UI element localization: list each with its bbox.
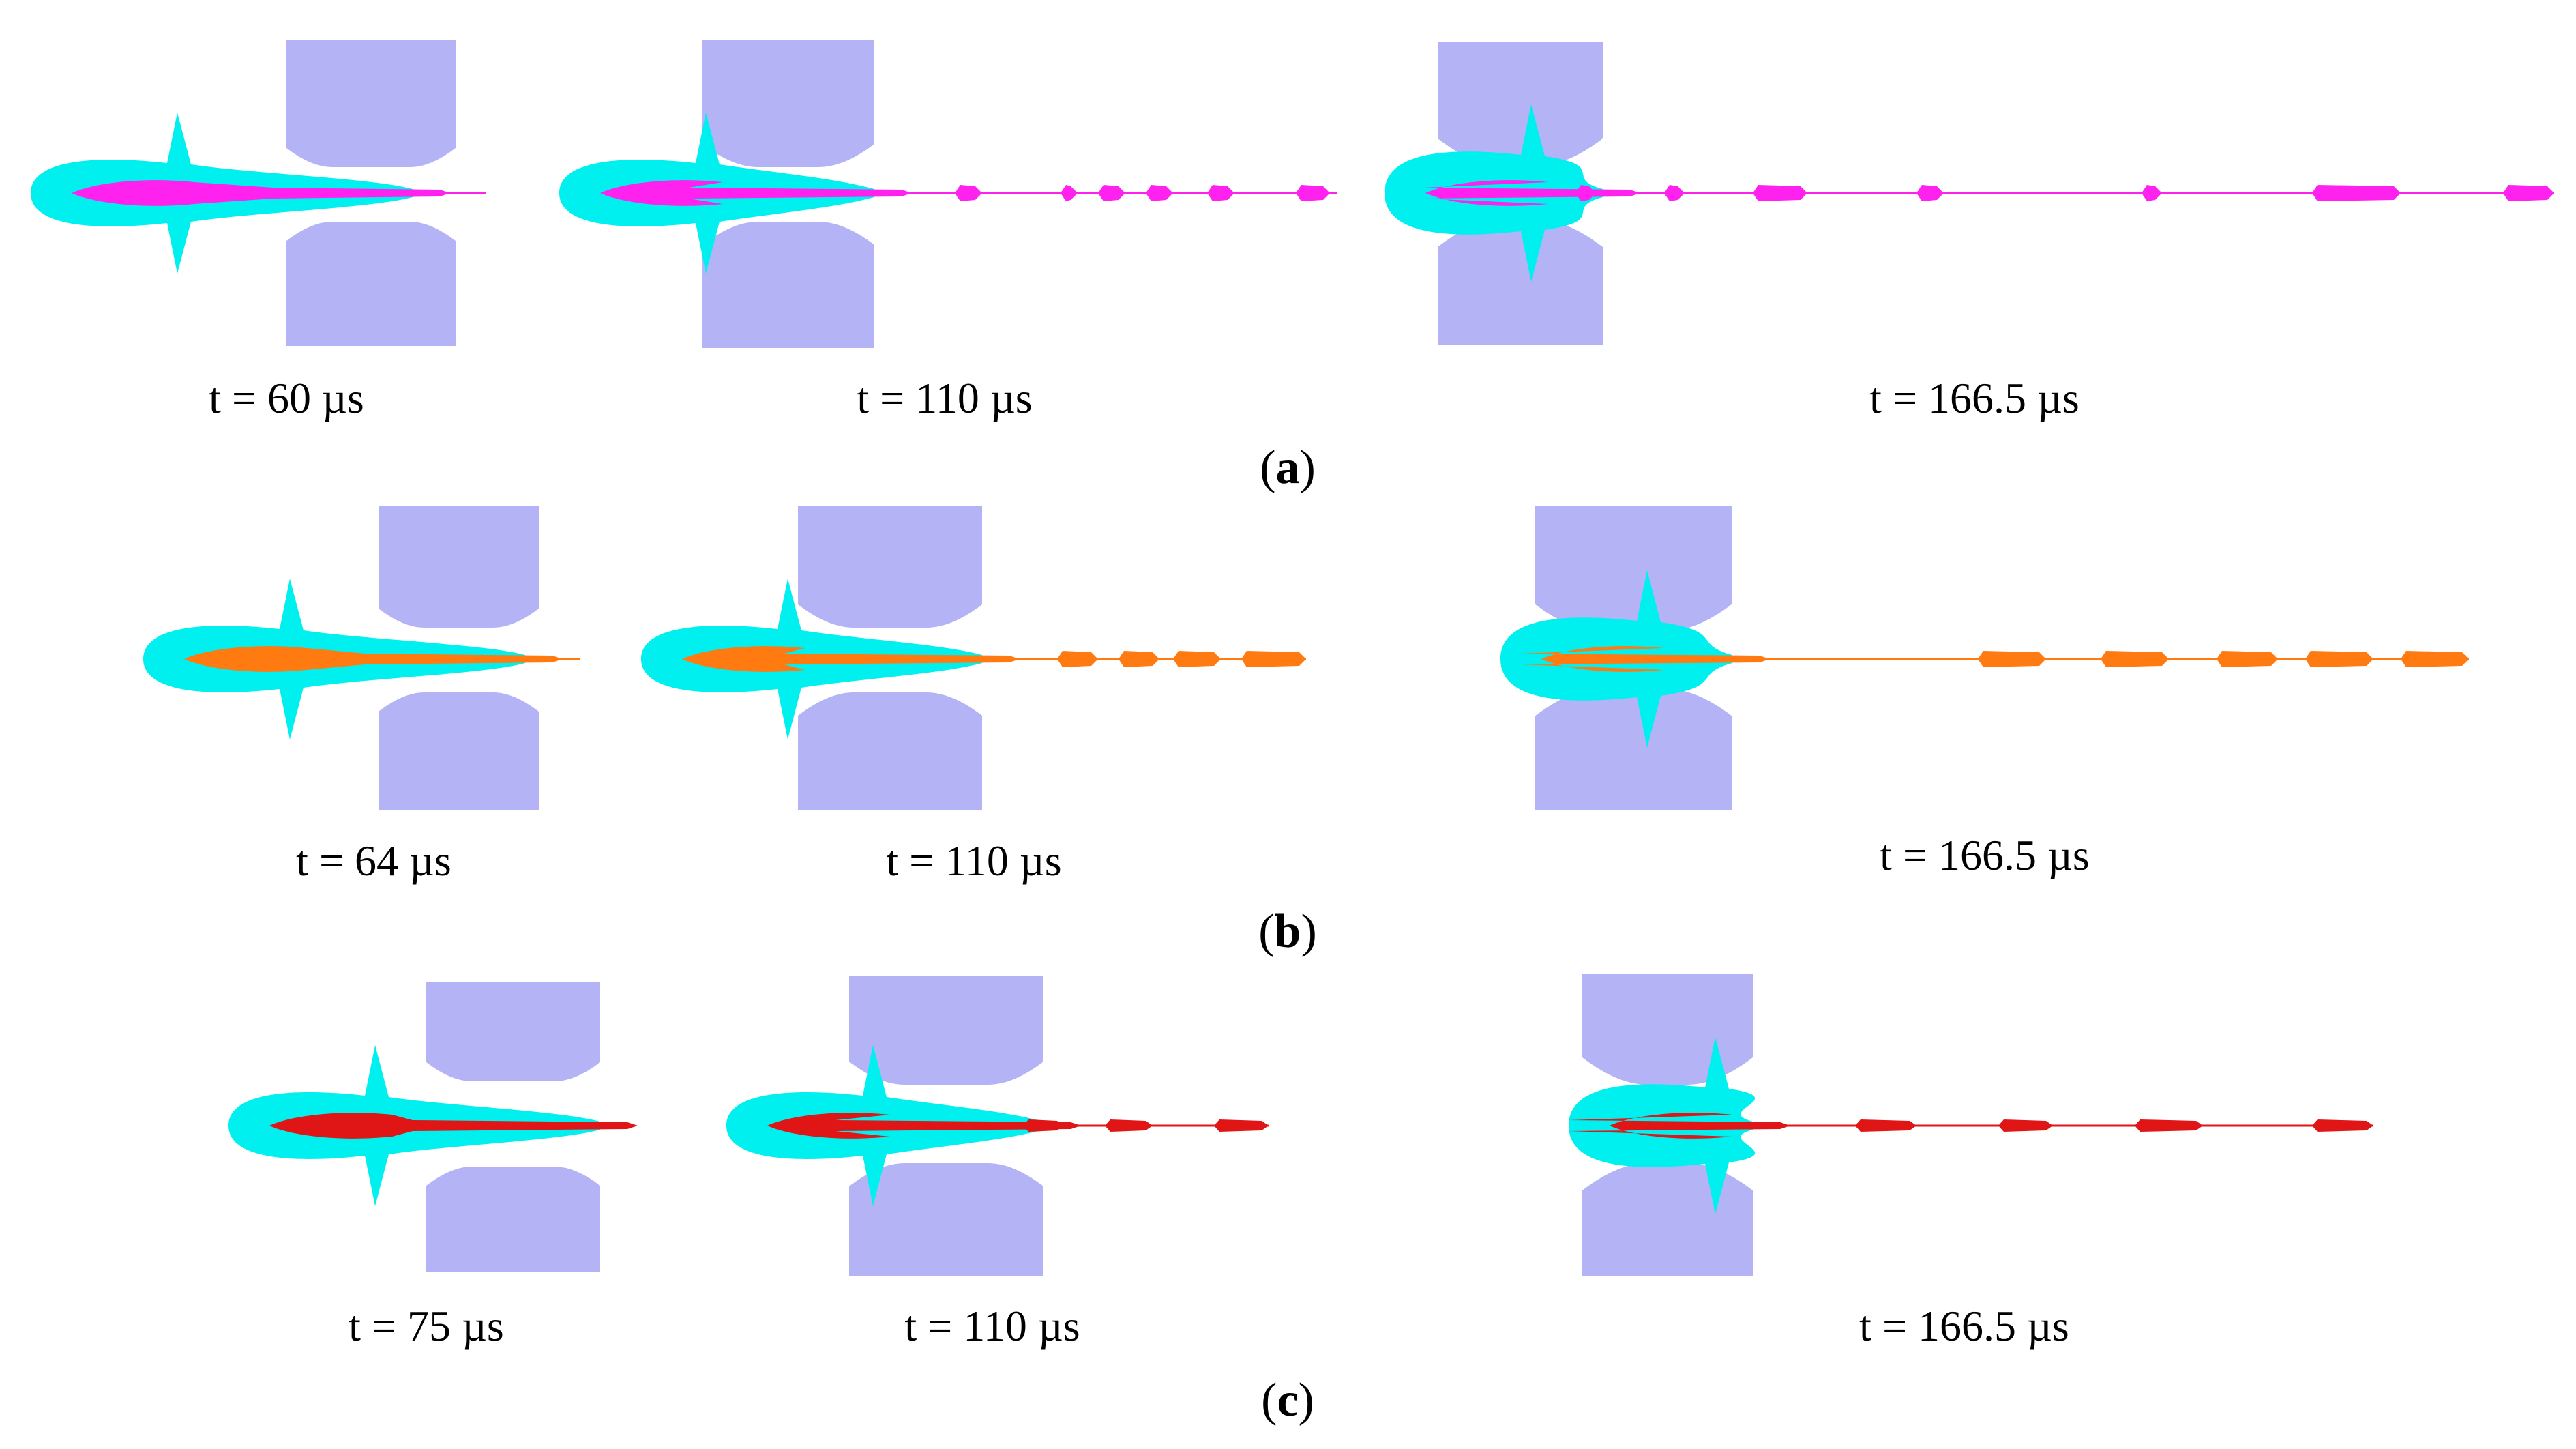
- jet-core: [269, 1113, 638, 1139]
- snapshot-a-2: [559, 40, 1337, 348]
- target-plate-top: [849, 976, 1043, 1085]
- snapshot-c-3: [1569, 974, 2373, 1276]
- jet-core: [767, 1113, 1081, 1139]
- target-plate-top: [286, 40, 456, 167]
- target-plate-bottom: [286, 222, 456, 346]
- time-label-b-2: t = 110 µs: [886, 836, 1061, 885]
- snapshot-b-2: [641, 506, 1306, 810]
- target-plate-bottom: [379, 692, 539, 810]
- snapshot-c-1: [228, 982, 638, 1272]
- target-plate-top: [702, 40, 874, 167]
- target-plate-bottom: [702, 222, 874, 348]
- target-plate-bottom: [1438, 220, 1603, 345]
- snapshot-a-1: [31, 40, 486, 346]
- time-label-b-1: t = 64 µs: [296, 836, 451, 885]
- jet-core: [600, 180, 912, 206]
- time-label-a-2: t = 110 µs: [857, 374, 1032, 422]
- jet-core: [1521, 646, 1770, 672]
- target-plate-bottom: [426, 1167, 600, 1272]
- jet-core: [1424, 180, 1640, 206]
- time-label-a-1: t = 60 µs: [209, 374, 364, 422]
- snapshot-b-3: [1500, 506, 2469, 810]
- time-label-c-1: t = 75 µs: [349, 1302, 504, 1350]
- panel-a: t = 60 µs t = 110 µs t = 166.5 µs (a): [31, 40, 2554, 494]
- target-plate-top: [1582, 974, 1753, 1085]
- time-label-c-3: t = 166.5 µs: [1859, 1302, 2069, 1350]
- target-plate-top: [798, 506, 982, 628]
- snapshot-a-3: [1385, 42, 2554, 345]
- jet-core: [1569, 1113, 1790, 1139]
- target-plate-bottom: [798, 692, 982, 810]
- time-label-b-3: t = 166.5 µs: [1880, 831, 2090, 879]
- jet-core: [184, 646, 563, 672]
- panel-label-b: (b): [1258, 905, 1317, 958]
- target-plate-bottom: [1582, 1163, 1753, 1276]
- jet-core: [72, 180, 450, 206]
- panel-label-c: (c): [1261, 1374, 1314, 1426]
- panel-label-a: (a): [1260, 441, 1316, 494]
- time-label-a-3: t = 166.5 µs: [1869, 374, 2079, 422]
- snapshot-c-2: [726, 976, 1269, 1276]
- target-plate-top: [379, 506, 539, 628]
- target-plate-top: [1535, 506, 1732, 631]
- target-plate-bottom: [1535, 689, 1732, 810]
- target-plate-top: [1438, 42, 1603, 166]
- panel-b: t = 64 µs t = 110 µs t = 166.5 µs (b): [143, 506, 2469, 958]
- target-plate-top: [426, 982, 600, 1081]
- time-label-c-2: t = 110 µs: [904, 1302, 1080, 1350]
- panel-c: t = 75 µs t = 110 µs t = 166.5 µs (c): [228, 974, 2373, 1426]
- jet-core: [682, 646, 1020, 672]
- snapshot-b-1: [143, 506, 580, 810]
- target-plate-bottom: [849, 1163, 1043, 1276]
- jet-particle: [1575, 185, 1596, 201]
